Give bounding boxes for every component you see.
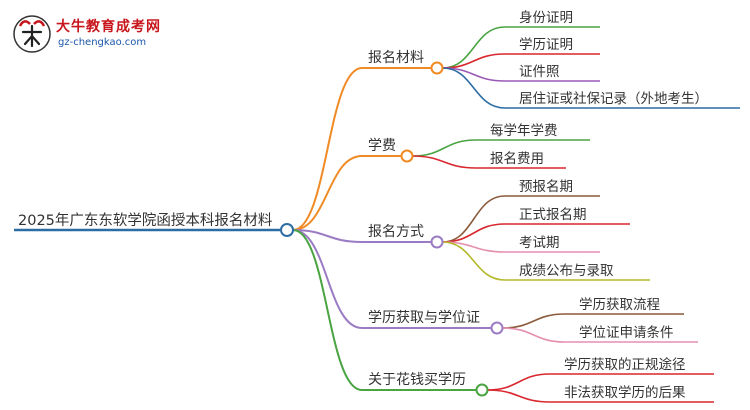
leaf-link <box>442 223 506 243</box>
leaf-link <box>442 26 506 69</box>
leaf-node-label[interactable]: 考试期 <box>519 235 560 251</box>
leaf-link <box>442 195 506 243</box>
brand-logo[interactable]: 大牛教育成考网 gz-chengkao.com <box>6 10 176 54</box>
leaf-node-label[interactable]: 报名费用 <box>490 151 544 167</box>
branch-node-circle[interactable] <box>475 383 489 397</box>
branch-node-label[interactable]: 关于花钱买学历 <box>368 372 466 388</box>
leaf-node-label[interactable]: 非法获取学历的后果 <box>564 385 686 401</box>
branch-node-circle[interactable] <box>430 235 444 249</box>
leaf-node-label[interactable]: 居住证或社保记录（外地考生） <box>519 91 708 107</box>
leaf-link <box>412 139 477 157</box>
leaf-link <box>487 389 551 403</box>
leaf-link <box>442 67 506 109</box>
leaf-link <box>412 155 477 169</box>
branch-node-label[interactable]: 报名方式 <box>368 224 424 240</box>
leaf-node-label[interactable]: 每学年学费 <box>490 123 558 139</box>
mindmap-links <box>14 26 740 403</box>
leaf-node-label[interactable]: 学位证申请条件 <box>579 324 674 341</box>
leaf-node-label[interactable]: 学历获取流程 <box>579 297 660 313</box>
leaf-node-label[interactable]: 预报名期 <box>519 179 573 195</box>
branch-link <box>292 229 363 329</box>
branch-link <box>292 67 363 231</box>
leaf-node-label[interactable]: 学历获取的正规途径 <box>564 356 686 373</box>
branch-node-circle[interactable] <box>430 61 444 75</box>
root-node-circle[interactable] <box>280 223 294 237</box>
branch-node-circle[interactable] <box>490 321 504 335</box>
branch-link <box>292 229 363 243</box>
branch-node-circle[interactable] <box>400 149 414 163</box>
branch-link <box>292 155 363 231</box>
leaf-node-label[interactable]: 证件照 <box>519 64 560 80</box>
bull-logo-icon <box>13 15 51 53</box>
root-node-label[interactable]: 2025年广东东软学院函授本科报名材料 <box>18 212 272 229</box>
leaf-link <box>442 241 506 281</box>
brand-title: 大牛教育成考网 <box>56 19 161 35</box>
leaf-node-label[interactable]: 正式报名期 <box>519 207 587 223</box>
leaf-link <box>487 373 551 391</box>
leaf-node-label[interactable]: 身份证明 <box>519 10 573 26</box>
leaf-node-label[interactable]: 成绩公布与录取 <box>519 263 614 279</box>
branch-node-label[interactable]: 学历获取与学位证 <box>368 310 480 326</box>
leaf-node-label[interactable]: 学历证明 <box>519 37 573 53</box>
brand-url[interactable]: gz-chengkao.com <box>58 37 147 48</box>
branch-node-label[interactable]: 报名材料 <box>368 50 424 66</box>
mindmap-nodes: 2025年广东东软学院函授本科报名材料 报名材料 身份证明学历证明证件照居住证或社保… <box>18 10 708 401</box>
leaf-link <box>502 327 566 343</box>
branch-node-label[interactable]: 学费 <box>368 138 396 154</box>
leaf-link <box>502 313 566 329</box>
branch-link <box>292 229 363 391</box>
